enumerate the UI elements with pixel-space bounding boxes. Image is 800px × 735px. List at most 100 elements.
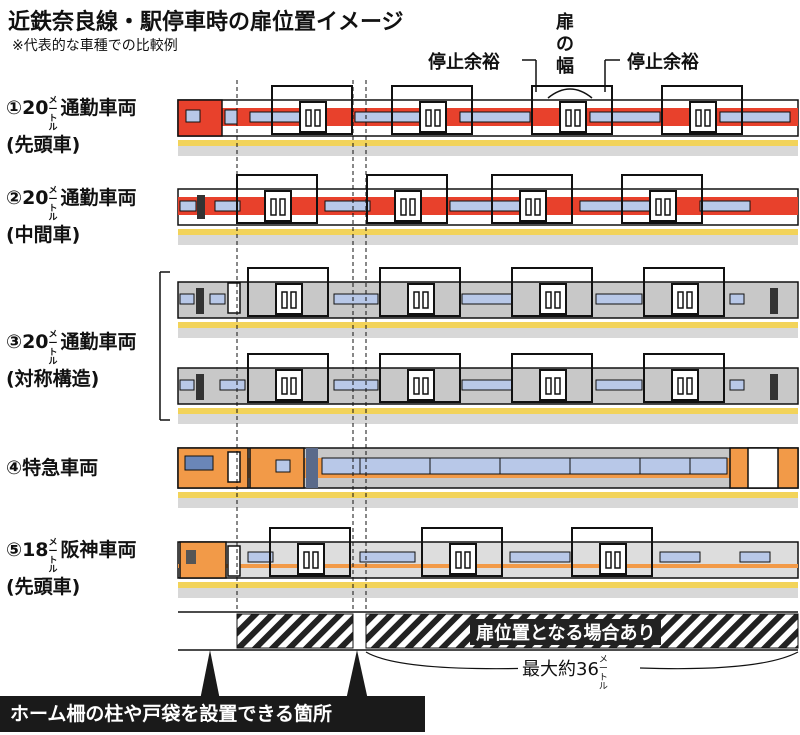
row1-door-1 — [419, 101, 447, 133]
row2-gangway — [197, 195, 205, 219]
row1-door-1-right-leaf — [434, 109, 441, 127]
row2-door-1-right-leaf — [409, 198, 416, 216]
row3b-window-4 — [595, 379, 643, 391]
row3a-door-frame-3 — [643, 267, 725, 317]
row3a-gangway-right — [770, 288, 778, 314]
row4-door-left — [249, 447, 305, 489]
row3a-door-1-right-leaf — [422, 291, 429, 309]
row3a-window-3 — [461, 293, 513, 305]
row2-window-5 — [699, 200, 751, 212]
row3b-door-frame-3 — [643, 353, 725, 403]
row1-door-frame-3 — [661, 85, 743, 135]
row3a-door-frame-1 — [379, 267, 461, 317]
row3b-door-3-right-leaf — [686, 377, 693, 395]
row1-window-4 — [719, 111, 791, 123]
row5-door-frame-1 — [421, 527, 503, 577]
row3b-door-2-left-leaf — [545, 377, 552, 395]
row2-door-2 — [519, 190, 547, 222]
row3b-door-frame-2 — [511, 353, 593, 403]
row3b-window-1 — [219, 379, 246, 391]
row3b-door-frame-0 — [247, 353, 329, 403]
row3b-window-3 — [461, 379, 513, 391]
row3b-door-2 — [539, 369, 567, 401]
row1-door-0-left-leaf — [305, 109, 312, 127]
row5-door-0-left-leaf — [303, 551, 310, 569]
row3a-door-2-right-leaf — [554, 291, 561, 309]
row4-platform-edge — [178, 498, 798, 508]
row1-front-window — [224, 109, 238, 125]
row2-door-3-left-leaf — [655, 198, 662, 216]
row3b-platform-stripe — [178, 408, 798, 414]
row3a-door-0-left-leaf — [281, 291, 288, 309]
row1-door-1-left-leaf — [425, 109, 432, 127]
row3b-window-5 — [729, 379, 745, 391]
row2-door-1 — [394, 190, 422, 222]
row3b-door-2-right-leaf — [554, 377, 561, 395]
row1-door-3-right-leaf — [704, 109, 711, 127]
row3a-door-2-left-leaf — [545, 291, 552, 309]
row5-platform-stripe — [178, 582, 798, 588]
pointer-left — [200, 650, 220, 700]
row5-door-1-left-leaf — [455, 551, 462, 569]
row1-door-3 — [689, 101, 717, 133]
row2-door-3 — [649, 190, 677, 222]
row3a-platform-stripe — [178, 322, 798, 328]
row3a-door-0 — [275, 283, 303, 315]
row4-long-window — [321, 457, 728, 475]
row5-window-4 — [739, 551, 771, 563]
row1-door-2-right-leaf — [574, 109, 581, 127]
row3a-door-frame-0 — [247, 267, 329, 317]
row1-door-0 — [299, 101, 327, 133]
row3a-door-3-left-leaf — [677, 291, 684, 309]
door-width-label: 扉の幅 — [556, 12, 574, 77]
row1-door-0-right-leaf — [314, 109, 321, 127]
row2-window-0 — [179, 200, 197, 212]
margin-label-left: 停止余裕 — [428, 52, 500, 73]
row3a-door-3-right-leaf — [686, 291, 693, 309]
row3b-door-0-left-leaf — [281, 377, 288, 395]
max-distance-bracket — [365, 651, 799, 670]
row5-door-frame-0 — [269, 527, 351, 577]
row2-window-3 — [449, 200, 526, 212]
row2-window-2 — [324, 200, 371, 212]
row3a-platform-edge — [178, 328, 798, 338]
row-label-3: ③20メートル通勤車両(対称構造) — [6, 330, 137, 391]
row3b-door-1-right-leaf — [422, 377, 429, 395]
row5-stripe — [178, 564, 798, 568]
page-title: 近鉄奈良線・駅停車時の扉位置イメージ — [8, 10, 404, 35]
row4-front-door — [227, 451, 241, 483]
row4-door-left-window — [275, 459, 291, 473]
row2-door-2-left-leaf — [525, 198, 532, 216]
row3a-door-1 — [407, 283, 435, 315]
row5-cab-window — [186, 550, 196, 564]
row-label-1: ①20メートル通勤車両(先頭車) — [6, 96, 137, 157]
row2-window-4 — [579, 200, 651, 212]
row5-door-2-left-leaf — [605, 551, 612, 569]
row1-platform-edge — [178, 146, 798, 156]
row2-door-0 — [264, 190, 292, 222]
row3b-gangway-right — [770, 374, 778, 400]
row3b-door-3-left-leaf — [677, 377, 684, 395]
row3b-gangway-left — [196, 374, 204, 400]
row5-window-3 — [659, 551, 701, 563]
row1-platform-stripe — [178, 140, 798, 146]
row3a-front-door — [227, 282, 241, 314]
row1-door-3-left-leaf — [695, 109, 702, 127]
row3b-window-0 — [179, 379, 195, 391]
row-label-2: ②20メートル通勤車両(中間車) — [6, 186, 137, 247]
row3b-door-0-right-leaf — [290, 377, 297, 395]
row3b-door-0 — [275, 369, 303, 401]
row4-cab-window-left — [184, 455, 214, 471]
page-subtitle: ※代表的な車種での比較例 — [12, 38, 178, 54]
row3a-window-1 — [209, 293, 226, 305]
row2-door-0-left-leaf — [270, 198, 277, 216]
row3a-door-1-left-leaf — [413, 291, 420, 309]
row1-door-frame-0 — [271, 85, 353, 135]
row3a-gangway-left — [196, 288, 204, 314]
row2-door-frame-2 — [491, 174, 573, 224]
row2-door-0-right-leaf — [279, 198, 286, 216]
row3a-door-3 — [671, 283, 699, 315]
row5-door-2 — [599, 543, 627, 575]
row2-door-frame-1 — [366, 174, 448, 224]
row2-window-1 — [214, 200, 241, 212]
